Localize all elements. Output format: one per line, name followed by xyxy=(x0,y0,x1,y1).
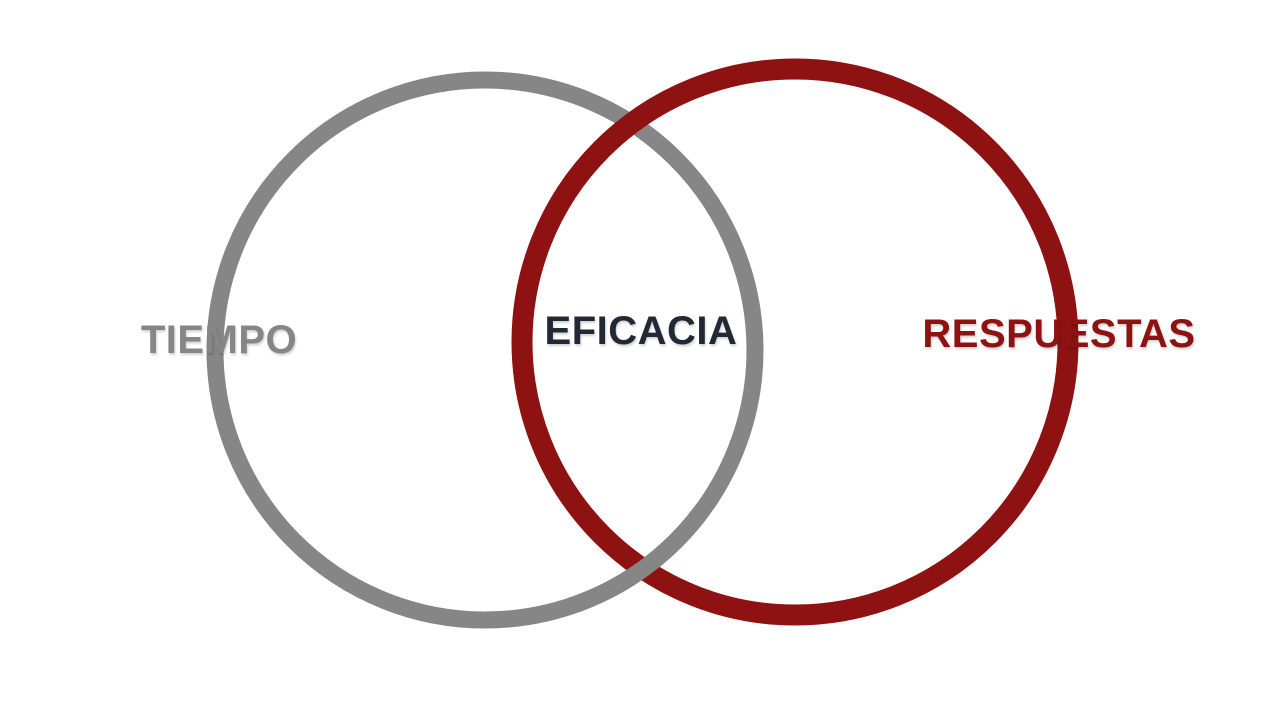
left-circle-tiempo xyxy=(206,71,764,629)
label-tiempo: TIEMPO xyxy=(141,318,297,362)
label-respuestas: RESPUESTAS xyxy=(922,312,1195,356)
right-circle-respuestas xyxy=(511,58,1079,626)
label-eficacia: EFICACIA xyxy=(545,309,738,353)
left-circle-overlap-arc xyxy=(565,503,711,615)
